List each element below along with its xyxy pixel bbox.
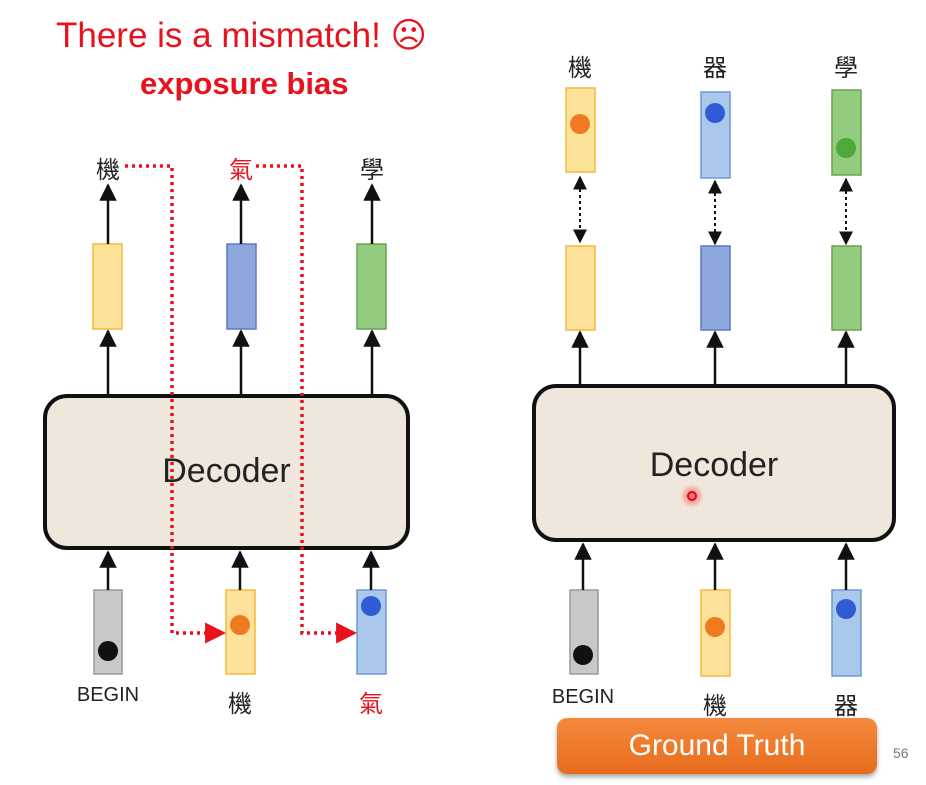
- right-target-dot-3: [836, 138, 856, 158]
- right-output-vector-3: [831, 245, 862, 331]
- right-panel: [532, 87, 896, 677]
- laser-pointer-glow: [680, 484, 704, 508]
- right-target-dot-2: [705, 103, 725, 123]
- left-output-token-2: 氣: [229, 156, 253, 184]
- right-target-token-2: 器: [703, 54, 727, 82]
- right-input-label-3: 器: [834, 692, 858, 720]
- right-target-token-1: 機: [568, 54, 592, 82]
- slide-title: There is a mismatch! ☹: [56, 16, 428, 55]
- left-decoder-label: Decoder: [162, 452, 291, 490]
- ground-truth-button[interactable]: Ground Truth: [557, 718, 877, 774]
- laser-pointer-dot: [687, 491, 697, 501]
- right-output-vector-2: [700, 245, 731, 331]
- left-feedback-path-1: [125, 164, 227, 644]
- right-target-dot-1: [570, 114, 590, 134]
- left-output-vector-2: [226, 243, 257, 330]
- right-output-vector-1: [565, 245, 596, 331]
- right-input-label-begin: BEGIN: [551, 686, 615, 708]
- slide-subtitle: exposure bias: [140, 66, 349, 101]
- left-input-dot-2: [230, 615, 250, 635]
- left-output-token-3: 學: [360, 156, 384, 184]
- left-decoder-box: [43, 394, 410, 550]
- left-panel: [43, 164, 410, 675]
- right-decoder-label: Decoder: [649, 446, 779, 484]
- right-target-token-3: 學: [834, 54, 858, 82]
- left-feedback-path-2: [256, 164, 358, 644]
- right-target-vector-3: [831, 89, 862, 176]
- left-output-token-1: 機: [96, 156, 120, 184]
- right-input-dot-2: [705, 617, 725, 637]
- left-input-dot-3: [361, 596, 381, 616]
- left-input-vector-begin: [93, 589, 123, 675]
- right-input-dot-3: [836, 599, 856, 619]
- right-input-dot-begin: [573, 645, 593, 665]
- right-input-label-2: 機: [703, 692, 727, 720]
- left-input-label-begin: BEGIN: [76, 684, 140, 706]
- left-output-vector-1: [92, 243, 123, 330]
- left-input-dot-begin: [98, 641, 118, 661]
- left-input-label-2: 機: [228, 690, 252, 718]
- left-input-label-3: 氣: [359, 690, 383, 718]
- left-output-vector-3: [356, 243, 387, 330]
- page-number: 56: [893, 745, 909, 761]
